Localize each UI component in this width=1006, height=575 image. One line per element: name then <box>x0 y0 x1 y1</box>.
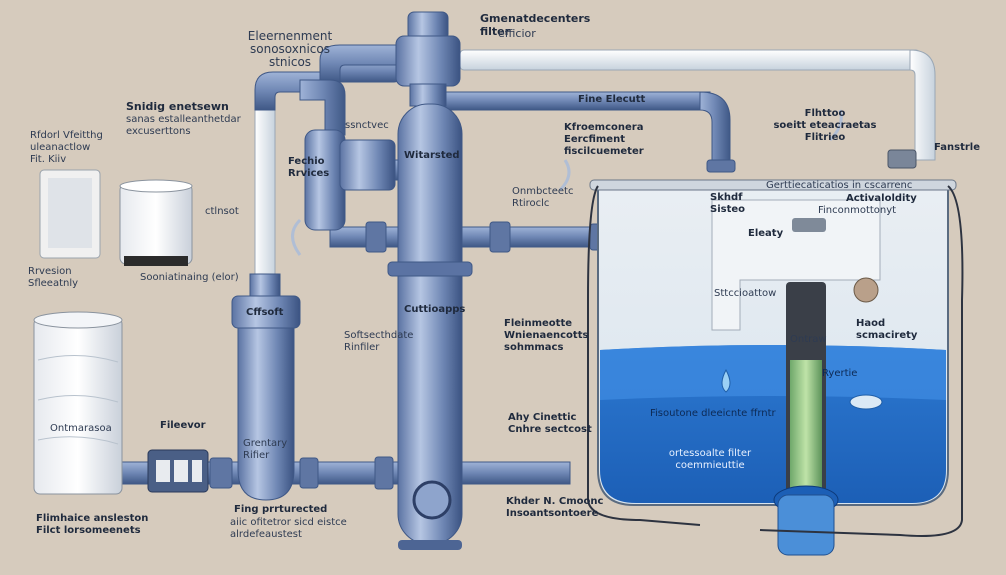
label-center-low-callout: Ahy Cinettic Cnhre sectcost <box>508 412 592 435</box>
label-column-tag: Witarsted <box>404 150 460 161</box>
label-tank-water-bar: Fisoutone dleeicnte ffrntr <box>650 408 776 419</box>
label-left-heading-sub: sanas estalleanthetdar excuserttons <box>126 114 241 137</box>
label-tank-water-caption: ortessoalte filter coemmieuttie <box>668 448 752 471</box>
label-upper-right-pipe: Fine Elecutt <box>578 94 646 105</box>
label-top-left-title: Eleernenment sonosoxnicos stnicos <box>247 29 333 69</box>
label-center-small: Onmbcteetc Rtiroclc <box>512 186 574 209</box>
label-upper-right-caption: Kfroemconera Eercfiment fiscilcuemeter <box>564 122 644 157</box>
label-roll-caption: Sooniatinaing (elor) <box>140 272 239 283</box>
label-tank-mid: Eleaty <box>748 228 784 239</box>
label-column-mid: Cuttioapps <box>404 304 466 315</box>
tank <box>587 149 964 556</box>
label-tank-left-1: Skhdf Sisteo <box>710 192 746 215</box>
label-tank-sub-bar: Finconmottonyt <box>818 205 897 216</box>
label-bottom-right: Khder N. Cmoonc Insoantsontoere <box>506 496 604 519</box>
label-top-center-sub: efficior <box>498 27 536 40</box>
label-left-filter-bowl: Fileevor <box>160 420 206 431</box>
label-far-left-top: Rfdorl Vfeitthg uleanactlow Fit. Kiiv <box>30 130 103 165</box>
label-bottom-center-title: Fing prrturected <box>234 504 328 515</box>
central-column <box>387 11 473 550</box>
label-lower-left-tank: Ontmarasoa <box>50 423 112 434</box>
label-pipe-tag-2: ssnctvec <box>345 120 389 131</box>
label-center-callout: Fleinmeotte Wnienaencotts sohmmacs <box>504 318 589 353</box>
valve-box <box>147 449 209 493</box>
label-filter-housing: Grentary Rifier <box>243 438 288 461</box>
label-pipe-tag-1: Fechio Rrvices <box>288 156 330 179</box>
label-tank-bubble: Ryertie <box>822 368 858 379</box>
label-left-heading: Snidig enetsewn <box>126 100 229 113</box>
label-left-mid-tag: Rrvesion Sfleeatnly <box>28 266 79 289</box>
label-tank-right-1: Activaloldity <box>846 193 917 204</box>
label-mid-callout: Softsecthdate Rinfiler <box>344 330 414 353</box>
label-top-center-title: Gmenatdecenters filter <box>480 12 591 38</box>
label-filter-housing-cap: Cffsoft <box>246 307 284 318</box>
label-bottom-center-sub: aiic ofitetror sicd eistce alrdefeaustes… <box>230 517 347 540</box>
label-tank-inner-tube: Ontraw <box>790 334 827 345</box>
label-cartridge-small-caption: ctlnsot <box>205 206 239 217</box>
label-tank-bar: Gerttiecaticatios in cscarrenc <box>766 180 913 191</box>
label-tank-water-left: Sttccioattow <box>714 288 777 299</box>
left-filter-housing <box>231 273 301 501</box>
cartridges <box>33 169 193 495</box>
label-right-title: Flhttoo soeitt eteacraetas Flitrieo <box>773 108 877 143</box>
label-bottom-left: Flimhaice ansleston Filct lorsomeenets <box>36 513 149 536</box>
label-tank-top-right: Fanstrle <box>934 142 980 153</box>
label-tank-inside-right: Haod scmacirety <box>856 318 918 341</box>
